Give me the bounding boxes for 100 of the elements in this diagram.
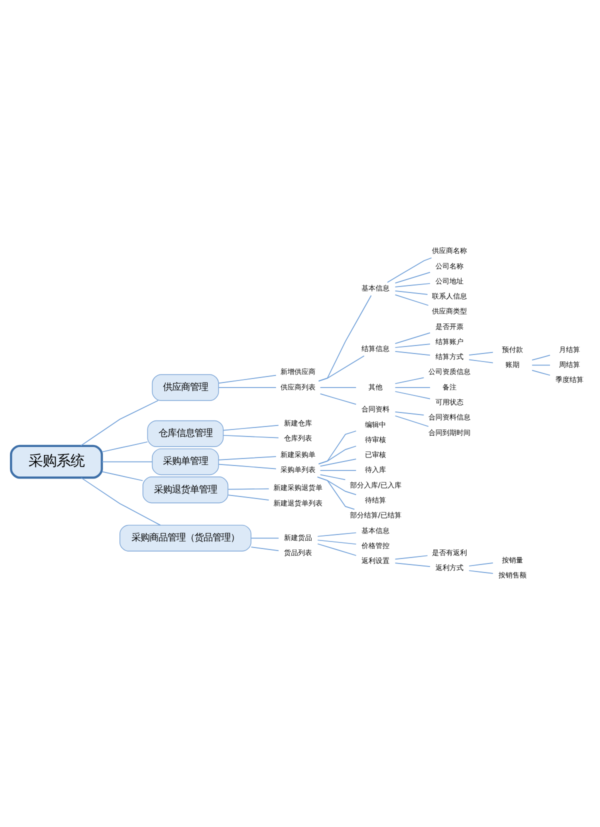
connector [318,446,356,464]
node-text: 结算方式 [436,352,464,362]
node-text: 公司地址 [436,276,464,286]
node-text: 新建仓库 [284,418,312,428]
node-text: 部分结算/已结算 [350,510,402,520]
node-text: 周结算 [559,360,580,370]
connector [228,488,270,490]
node-text: 账期 [506,360,520,370]
connector [394,283,430,288]
connector [394,387,430,388]
connector [394,351,430,356]
node-box: 供应商管理 [152,374,219,401]
connector [102,471,144,482]
connector [394,377,424,384]
connector [218,456,276,460]
node-text: 返利设置 [362,556,390,566]
connector [317,543,357,556]
connector [318,430,356,464]
node-text: 新建货品 [284,532,312,542]
connector [532,354,550,361]
node-text: 合同到期时间 [428,428,471,437]
node-text: 仓库列表 [284,434,312,443]
node-text: 新建采购退货单 [274,483,323,492]
connector [320,458,356,467]
connector [317,532,357,537]
connector [320,474,346,480]
node-text: 是否有返利 [432,548,468,558]
node-text: 其他 [368,382,383,392]
node-text: 基本信息 [362,526,390,535]
node-box: 采购单管理 [152,448,219,476]
node-text: 合同资料信息 [428,412,471,422]
node-text: 编辑中 [365,420,386,429]
node-text: 基本信息 [362,284,390,293]
node-text: 采购单列表 [280,465,316,474]
connector [318,295,372,382]
connector [468,570,494,574]
connector [320,393,356,405]
node-text: 按销售额 [498,570,527,580]
node-text: 供应商列表 [280,382,316,392]
connector [228,494,270,500]
connector [320,387,356,388]
connector [102,441,148,452]
node-text: 联系人信息 [432,292,468,301]
connector [394,555,428,560]
node-text: 供应商名称 [432,246,468,256]
connector [394,344,430,348]
connector [102,461,153,462]
node-text: 供应商类型 [432,306,468,316]
node-text: 已审核 [365,450,386,460]
connector [394,412,424,416]
node-text: 合同资料 [362,404,390,414]
node-box: 仓库信息管理 [147,420,224,447]
node-text: 公司资质信息 [428,367,471,376]
connector [320,470,356,471]
node-text: 月结算 [559,344,580,354]
connector [250,538,280,539]
node-box: 采购商品管理（货品管理） [120,524,252,552]
node-text: 预付款 [502,344,524,354]
connector [468,359,494,364]
node-text: 部分入库/已入库 [350,480,402,490]
node-box: 采购系统 [10,444,103,479]
node-text: 新建退货单列表 [274,498,323,508]
node-text: 按销量 [502,555,524,564]
connector [394,391,430,400]
node-text: 是否开票 [436,322,464,331]
connector [317,540,357,545]
node-text: 待入库 [365,465,386,474]
connector [223,424,279,431]
connector [218,464,276,470]
connector [394,272,430,284]
connector [394,332,430,344]
node-box: 采购退货单管理 [142,476,228,504]
node-text: 新建采购单 [280,450,316,460]
node-text: 返利方式 [436,563,464,572]
node-text: 季度结算 [556,375,584,384]
node-text: 备注 [442,382,457,392]
node-text: 待结算 [365,495,386,504]
connector [318,355,365,382]
connector [250,546,280,552]
connector [468,562,494,566]
connector [468,352,494,356]
node-text: 待审核 [365,434,386,444]
connector [218,374,276,384]
connector [386,257,432,283]
node-text: 公司名称 [436,261,464,270]
connector [223,434,279,438]
connector [394,562,430,567]
connector [394,290,428,295]
connector [394,415,429,427]
connector [80,400,159,446]
connector [317,476,355,510]
connector [532,364,550,366]
node-text: 价格管控 [362,540,390,550]
connector [394,294,429,306]
node-text: 结算账户 [436,336,464,346]
node-text: 可用状态 [436,397,464,406]
connector [532,370,550,376]
node-text: 货品列表 [284,548,312,558]
connector [80,477,161,526]
node-text: 新增供应商 [280,367,316,376]
